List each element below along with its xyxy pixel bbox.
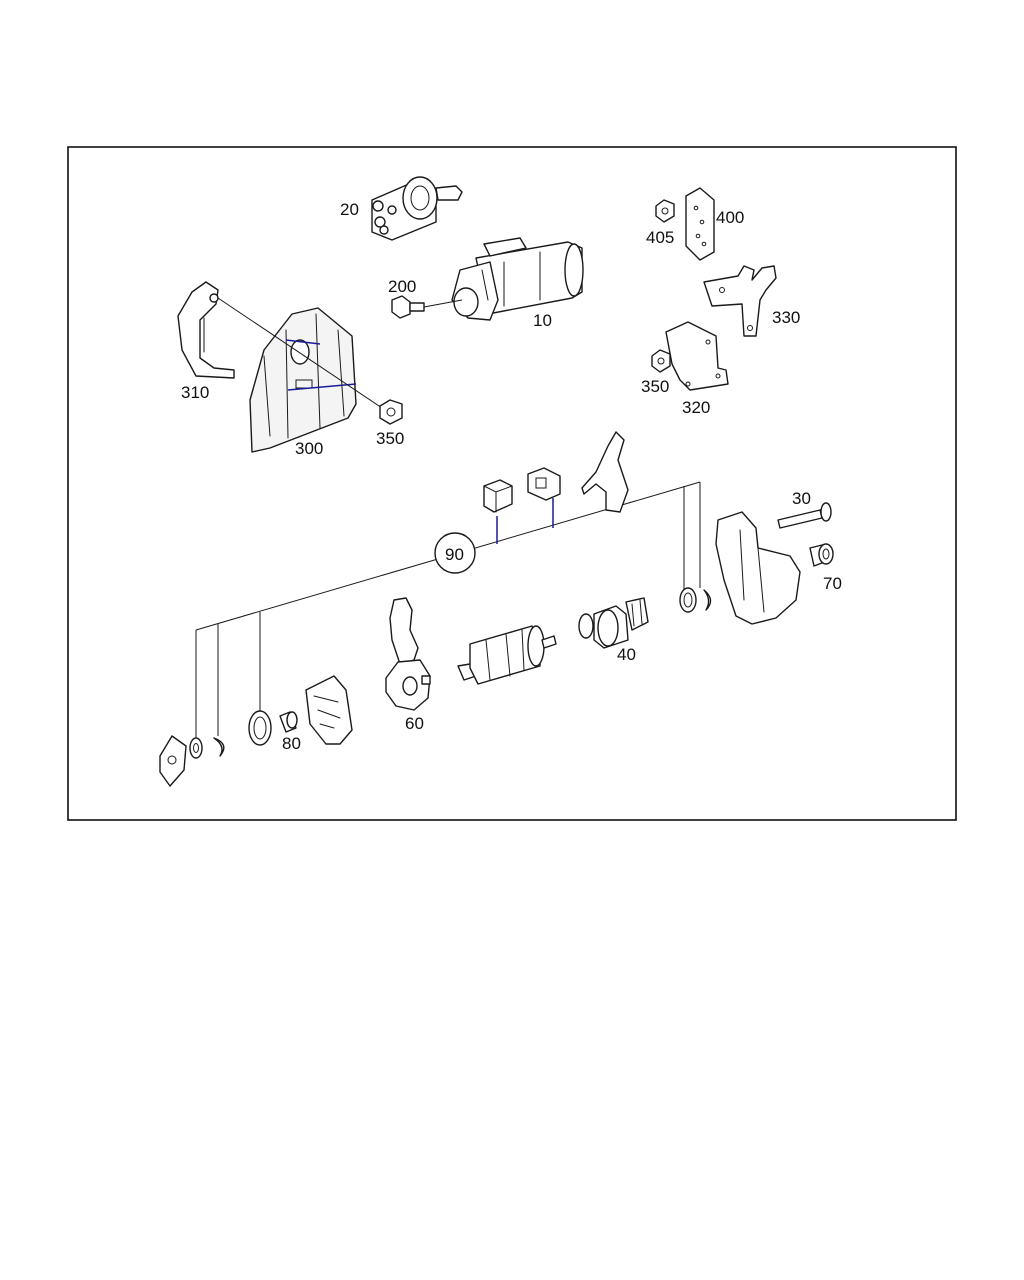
part-90-leaders (195, 481, 701, 740)
callout-40: 40 (617, 645, 636, 664)
callout-10: 10 (533, 311, 552, 330)
callout-70: 70 (823, 574, 842, 593)
part-armature[interactable] (457, 625, 557, 685)
part-clip-left[interactable] (213, 737, 225, 757)
part-brush-block[interactable] (483, 479, 513, 513)
part-300-shield[interactable] (249, 307, 357, 453)
part-drive-end-housing[interactable] (715, 511, 801, 625)
callout-80: 80 (282, 734, 301, 753)
leader-310-350 (217, 297, 383, 409)
callout-310: 310 (181, 383, 209, 402)
callout-200: 200 (388, 277, 416, 296)
part-30-bolt[interactable] (777, 502, 832, 529)
part-10-starter-motor[interactable] (451, 237, 584, 321)
part-brush-holder[interactable] (527, 467, 561, 501)
callout-405: 405 (646, 228, 674, 247)
part-330-bracket[interactable] (703, 265, 777, 337)
part-310-strap[interactable] (177, 281, 235, 379)
part-70-bushing[interactable] (809, 543, 834, 567)
callout-60: 60 (405, 714, 424, 733)
part-commutator-end-housing[interactable] (305, 675, 353, 745)
callout-350-left: 350 (376, 429, 404, 448)
callout-20: 20 (340, 200, 359, 219)
part-clip-right[interactable] (703, 589, 712, 611)
part-seal-ring[interactable] (248, 710, 272, 746)
part-320-heat-shield[interactable] (665, 321, 729, 391)
callout-30: 30 (792, 489, 811, 508)
part-end-cap[interactable] (159, 735, 187, 787)
part-60-brush-plate[interactable] (385, 597, 431, 711)
part-washer-left[interactable] (189, 737, 203, 759)
part-20-solenoid[interactable] (371, 176, 463, 241)
part-80-bushing[interactable] (279, 711, 298, 733)
part-200-bolt[interactable] (391, 295, 463, 319)
part-shift-fork[interactable] (581, 431, 629, 513)
part-40-pinion[interactable] (578, 597, 649, 649)
part-350-nut-left[interactable] (379, 399, 403, 425)
callout-350-right: 350 (641, 377, 669, 396)
callout-320: 320 (682, 398, 710, 417)
callout-90-circle[interactable] (434, 532, 476, 574)
part-400-gasket[interactable] (685, 187, 715, 261)
callout-90: 90 (445, 545, 464, 564)
part-405-nut[interactable] (655, 199, 675, 223)
part-ring-right[interactable] (679, 587, 697, 613)
callout-300: 300 (295, 439, 323, 458)
callout-400: 400 (716, 208, 744, 227)
callout-330: 330 (772, 308, 800, 327)
part-350-nut-right[interactable] (651, 349, 671, 373)
diagram-frame (67, 146, 957, 821)
